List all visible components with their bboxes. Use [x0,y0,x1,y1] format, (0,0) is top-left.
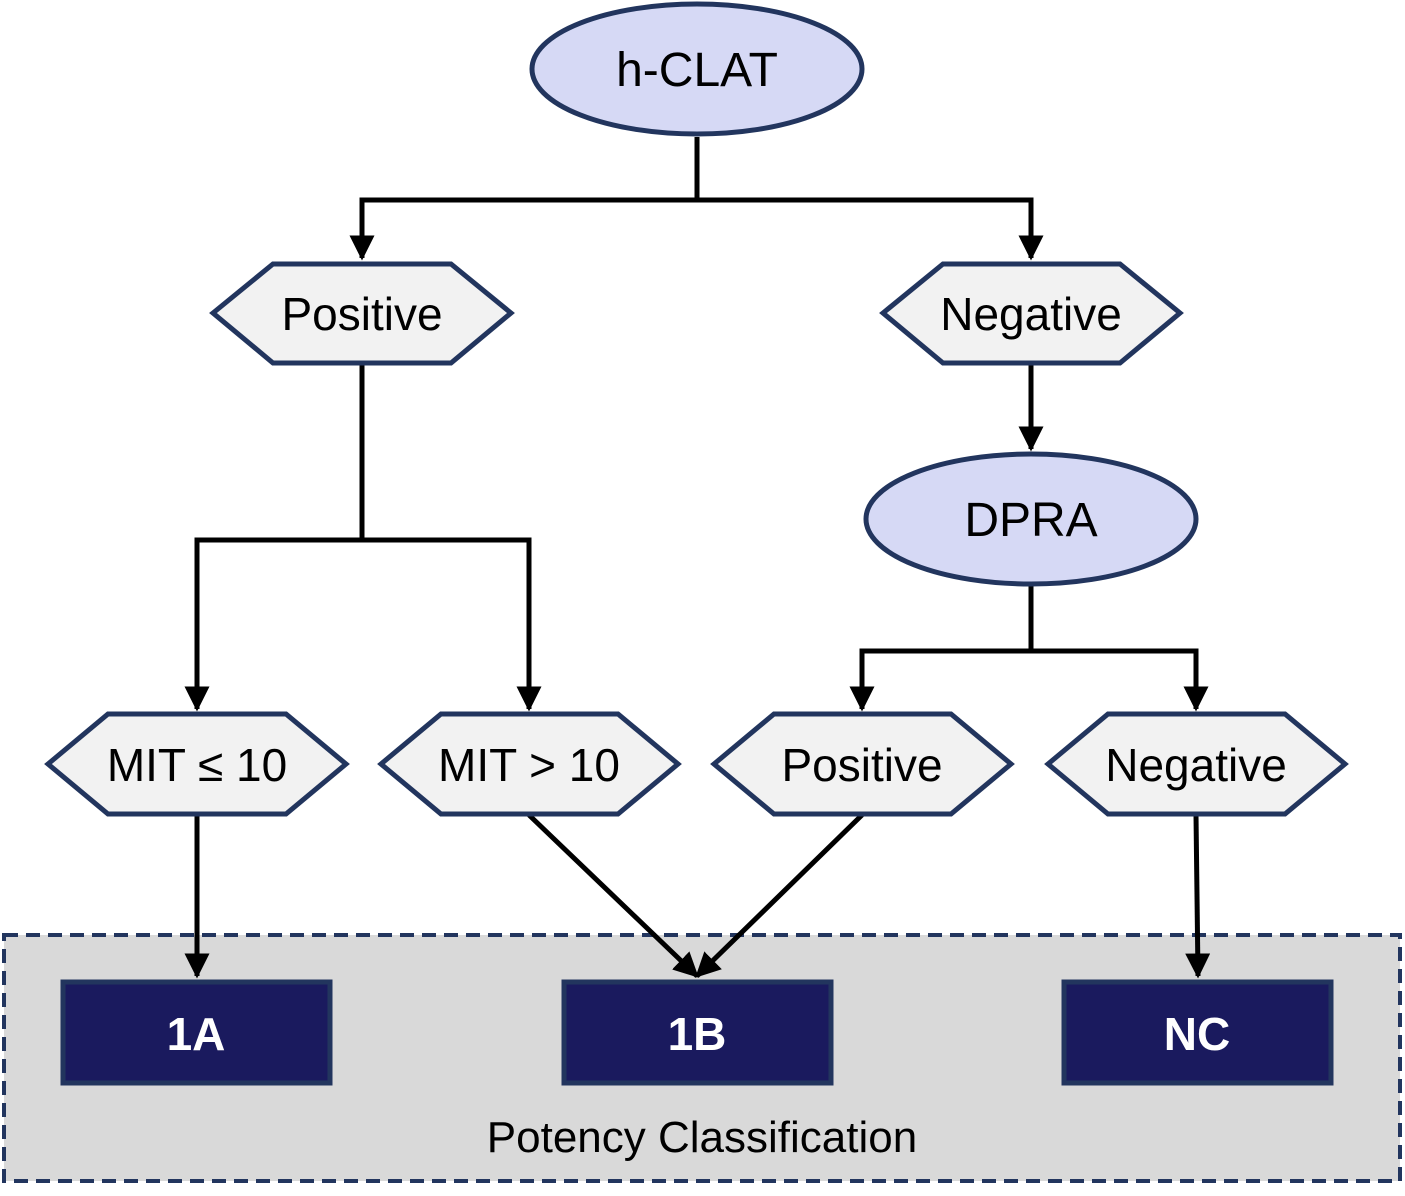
hclat-label: h-CLAT [616,44,778,97]
class-1b-box: 1B [561,979,834,1086]
mit-le-label: MIT ≤ 10 [107,739,287,791]
hclat-negative-node: Negative [879,261,1184,366]
mit-gt-node: MIT > 10 [377,711,682,817]
class-1a-label: 1A [167,1008,226,1060]
hclat-positive-label: Positive [281,288,442,340]
connector-to-dpra-positive [849,648,1031,712]
dpra-positive-label: Positive [781,739,942,791]
dpra-positive-node: Positive [710,711,1015,817]
connector-to-mit-le [184,537,362,712]
connector-to-mit-gt [362,537,542,712]
dpra-negative-label: Negative [1105,739,1287,791]
hclat-positive-node: Positive [209,261,515,366]
dpra-label: DPRA [964,494,1097,547]
potency-classification-label: Potency Classification [487,1113,917,1162]
connector-to-dpra-negative [1031,648,1209,712]
hclat-negative-label: Negative [940,288,1122,340]
mit-le-node: MIT ≤ 10 [44,711,350,817]
connectors [184,137,1211,979]
class-nc-label: NC [1164,1008,1230,1060]
class-1a-box: 1A [60,979,333,1086]
connector-to-negative [697,197,1044,261]
connector-dpra-negative-to-nc [1185,814,1211,979]
class-nc-box: NC [1061,979,1334,1086]
hclat-node: h-CLAT [529,1,865,137]
dpra-node: DPRA [863,451,1199,587]
dpra-negative-node: Negative [1044,711,1349,817]
connector-dpra-positive-to-1b [695,813,864,978]
mit-gt-label: MIT > 10 [438,739,620,791]
connector-mit-gt-to-1b [527,813,699,978]
connector-to-positive [349,197,697,261]
class-1b-label: 1B [668,1008,727,1060]
